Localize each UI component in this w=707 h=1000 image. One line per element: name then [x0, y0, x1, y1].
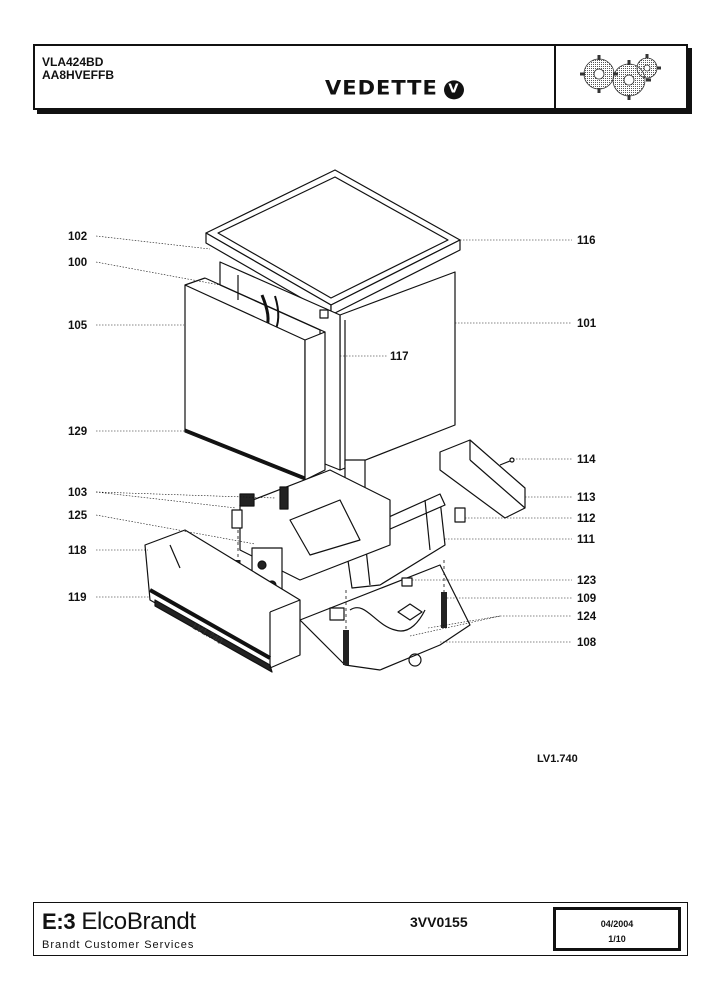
page-number: 1/10 — [608, 934, 626, 944]
leader-lines — [95, 235, 572, 643]
callout-112: 112 — [577, 513, 596, 525]
company-mark-icon: E:3 — [42, 909, 76, 934]
callout-129: 129 — [68, 426, 87, 438]
callout-114: 114 — [577, 454, 596, 466]
door-panel-part — [184, 277, 326, 481]
title-block-shadow-bottom — [37, 110, 692, 114]
callout-125: 125 — [68, 510, 88, 522]
model-line-1: VLA424BD — [42, 55, 104, 69]
callout-103: 103 — [68, 487, 87, 499]
date-page-box: 04/2004 1/10 — [553, 907, 681, 951]
company-subtitle: Brandt Customer Services — [42, 939, 195, 951]
callout-113: 113 — [577, 492, 596, 504]
brand-emblem-icon: V — [443, 80, 464, 100]
callout-124: 124 — [577, 611, 597, 623]
cabinet-body-part — [219, 261, 456, 471]
callout-123: 123 — [577, 575, 596, 587]
model-numbers: VLA424BD AA8HVEFFB — [42, 56, 114, 82]
callout-117: 117 — [390, 351, 409, 363]
callout-labels: 102 100 105 129 103 125 118 119 116 101 … — [68, 231, 597, 649]
callout-116: 116 — [577, 235, 596, 247]
brand-name: VEDETTE — [325, 76, 438, 100]
model-line-2: AA8HVEFFB — [42, 68, 115, 82]
diagram-reference: LV1.740 — [537, 753, 578, 765]
company-name: ElcoBrandt — [81, 908, 196, 935]
callout-119: 119 — [68, 592, 87, 604]
callout-102: 102 — [68, 231, 87, 243]
document-code: 3VV0155 — [410, 914, 468, 930]
document-date: 04/2004 — [600, 919, 634, 929]
callout-111: 111 — [577, 534, 596, 546]
clip-part — [397, 577, 423, 621]
control-panel-part — [144, 529, 301, 673]
callout-118: 118 — [68, 545, 87, 557]
header-divider — [554, 44, 556, 110]
base-rail-part — [439, 439, 526, 519]
callout-100: 100 — [68, 257, 87, 269]
callout-109: 109 — [577, 593, 596, 605]
callout-105: 105 — [68, 320, 88, 332]
callout-101: 101 — [577, 318, 597, 330]
callout-108: 108 — [577, 637, 597, 649]
title-block-shadow — [688, 48, 692, 114]
gears-icon — [580, 54, 661, 100]
